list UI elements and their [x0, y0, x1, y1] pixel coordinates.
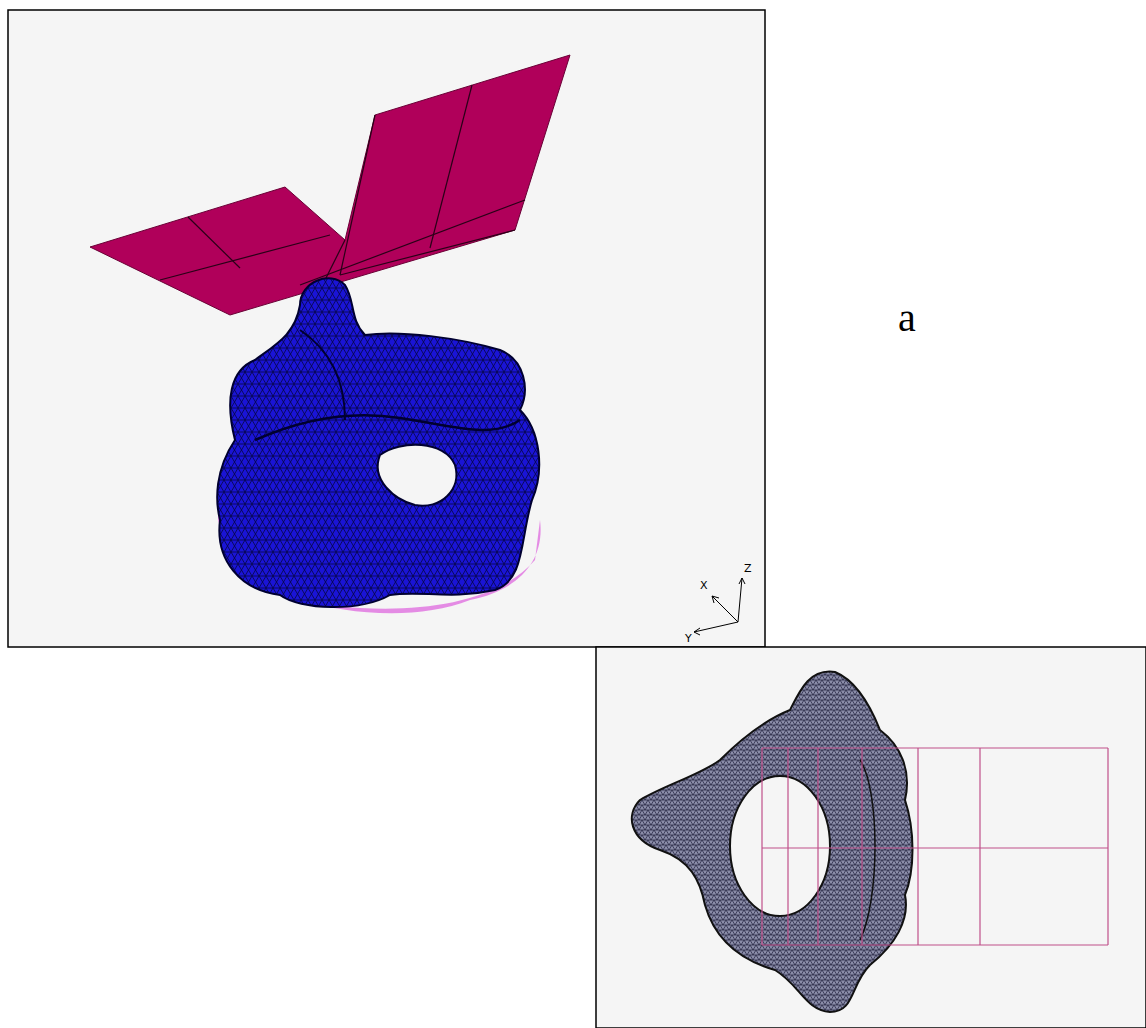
- panel-frame: [596, 647, 1146, 1028]
- axis-label: X: [700, 580, 708, 591]
- axis-label: Z: [744, 563, 752, 574]
- vertebra-top-view: [632, 672, 913, 1012]
- panel-letter: a: [898, 298, 916, 338]
- axis-triad: [694, 578, 745, 635]
- vertebra-mesh: [217, 278, 539, 607]
- rigid-plate: [90, 55, 570, 315]
- plate-grid: [762, 748, 1108, 945]
- axis-label: Y: [685, 633, 692, 644]
- panel-frame: [8, 10, 765, 647]
